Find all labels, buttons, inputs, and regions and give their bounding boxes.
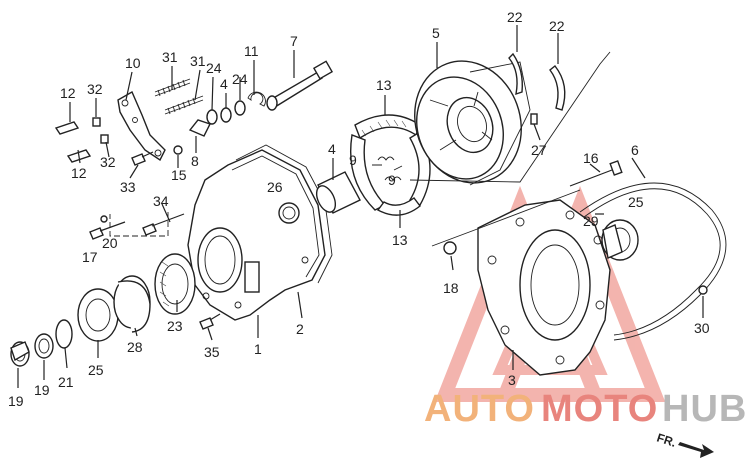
- callout-18: 18: [443, 280, 459, 296]
- callout-4: 4: [328, 141, 336, 157]
- callout-27: 27: [531, 142, 547, 158]
- callout-32: 32: [87, 81, 103, 97]
- callout-32: 32: [100, 154, 116, 170]
- spring-pair: [154, 78, 204, 115]
- callout-31: 31: [162, 49, 178, 65]
- callout-12: 12: [60, 85, 76, 101]
- callout-3: 3: [508, 372, 516, 388]
- breather-tube: [569, 160, 727, 341]
- gear-case: [443, 199, 611, 376]
- callout-28: 28: [127, 339, 143, 355]
- callout-8: 8: [191, 153, 199, 169]
- callout-26: 26: [267, 179, 283, 195]
- watermark-wordmark: AUTO MOTO HUB: [424, 388, 747, 430]
- callout-13: 13: [376, 77, 392, 93]
- callout-24: 24: [206, 60, 222, 76]
- watermark-part-auto: AUTO: [424, 388, 535, 430]
- callout-10: 10: [125, 55, 141, 71]
- bolts-misc: [89, 213, 221, 330]
- callout-9: 9: [388, 172, 396, 188]
- callout-19: 19: [8, 393, 24, 409]
- arrow-right-icon: [678, 442, 714, 458]
- gear-case-cover: [187, 149, 326, 321]
- callout-12: 12: [71, 165, 87, 181]
- bearing-stack: [10, 253, 196, 367]
- brake-drum: [414, 60, 531, 186]
- callout-15: 15: [171, 167, 187, 183]
- watermark-part-hub: HUB: [662, 388, 747, 430]
- callout-35: 35: [204, 344, 220, 360]
- oil-seal-25: [601, 219, 639, 261]
- callout-13: 13: [392, 232, 408, 248]
- callout-17: 17: [82, 249, 98, 265]
- callout-34: 34: [153, 193, 169, 209]
- callout-19: 19: [34, 382, 50, 398]
- callout-31: 31: [190, 53, 206, 69]
- callout-30: 30: [694, 320, 710, 336]
- callout-20: 20: [102, 235, 118, 251]
- brake-cam-shaft: [266, 60, 334, 111]
- brake-clips: [508, 52, 566, 125]
- circlip-11: [247, 91, 266, 107]
- callout-2: 2: [296, 321, 304, 337]
- callout-16: 16: [583, 150, 599, 166]
- callout-4: 4: [220, 76, 228, 92]
- callout-21: 21: [58, 374, 74, 390]
- callout-9: 9: [349, 152, 357, 168]
- callout-25: 25: [88, 362, 104, 378]
- watermark-part-moto: MOTO: [541, 388, 658, 430]
- callout-5: 5: [432, 25, 440, 41]
- callout-7: 7: [290, 33, 298, 49]
- callout-11: 11: [244, 43, 259, 59]
- callout-24: 24: [232, 71, 248, 87]
- brake-arm: [117, 91, 166, 162]
- front-direction-indicator: FR.: [655, 431, 714, 458]
- callout-33: 33: [120, 179, 136, 195]
- callout-23: 23: [167, 318, 183, 334]
- callout-labels: 10 31 31 11 7 24 4 24 12 32 12 32 8 15 3…: [8, 9, 710, 409]
- gasket: [235, 144, 333, 284]
- leader-lines: [17, 25, 704, 388]
- bolt-33: [131, 151, 154, 166]
- callout-22: 22: [549, 18, 565, 34]
- callout-25: 25: [628, 194, 644, 210]
- washer-set: [173, 100, 246, 155]
- collar-4: [315, 171, 361, 214]
- brake-shoes: [349, 114, 431, 216]
- callout-22: 22: [507, 9, 523, 25]
- callout-1: 1: [254, 341, 262, 357]
- callout-6: 6: [631, 142, 639, 158]
- fr-label: FR.: [655, 431, 678, 450]
- callout-29: 29: [583, 213, 599, 229]
- plate-pins: [54, 117, 109, 163]
